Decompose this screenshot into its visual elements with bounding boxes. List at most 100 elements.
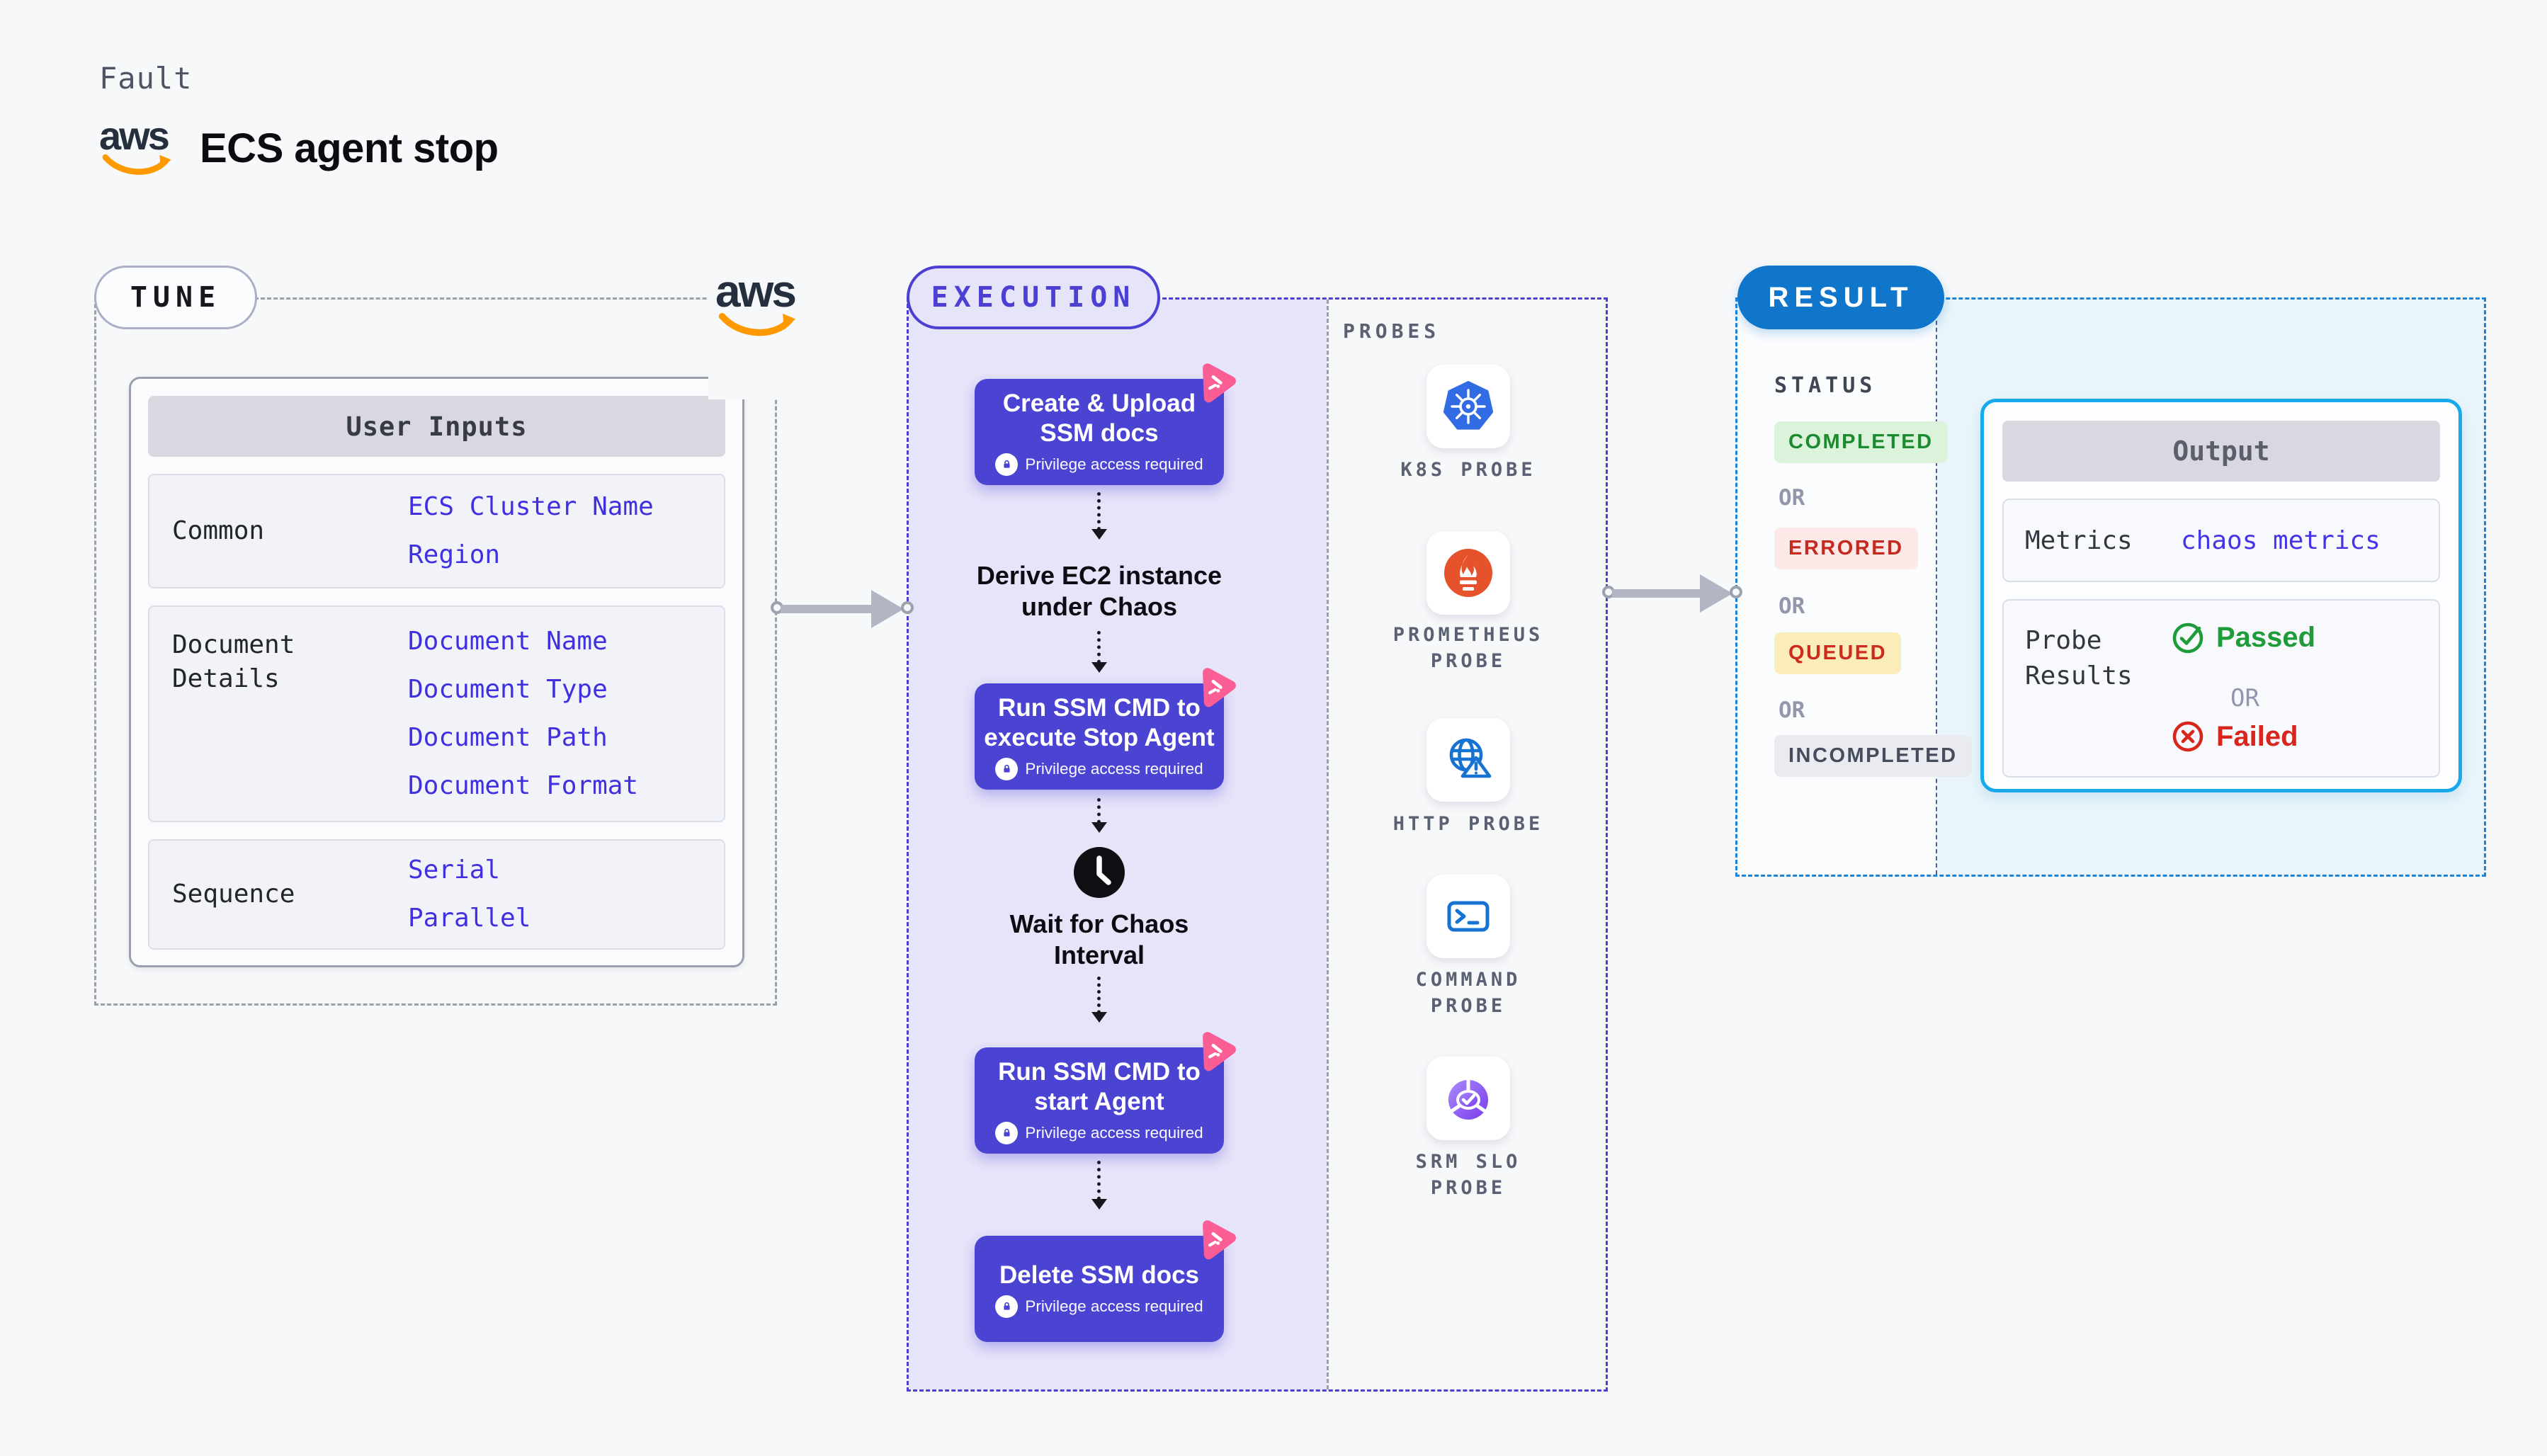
connector-ring [901,601,914,614]
probes-label: PROBES [1343,319,1441,343]
table-row-sequence: Sequence Serial Parallel [148,839,725,950]
user-inputs-header: User Inputs [148,396,725,457]
metrics-row: Metrics chaos metrics [2002,499,2440,582]
lock-icon [995,1121,1019,1144]
flow-connector [1091,1161,1107,1210]
tune-pill: TUNE [94,266,257,329]
row-label: Document Details [172,630,295,693]
input-param: Document Type [408,675,608,704]
aws-logo: aws [99,116,177,187]
probe-result-failed: Failed [2171,720,2298,753]
result-divider [1936,300,1937,875]
input-param: Parallel [408,904,531,933]
chaos-experiment-icon [1194,666,1238,710]
privilege-row: Privilege access required [995,1295,1203,1318]
metrics-value: chaos metrics [2181,525,2381,555]
fault-eyebrow: Fault [99,61,193,96]
table-row-common: Common ECS Cluster Name Region [148,474,725,588]
input-param: Document Format [408,771,639,800]
metrics-label: Metrics [2025,525,2133,555]
flow-connector [1091,492,1107,540]
page-title: ECS agent stop [200,125,499,171]
input-param: Document Path [408,723,608,752]
chaos-experiment-icon [1194,1030,1238,1074]
terminal-icon [1447,901,1490,932]
probe-tile [1426,531,1510,615]
probe-tile [1426,875,1510,958]
step-delete-ssm-docs: Delete SSM docs Privilege access require… [975,1220,1236,1342]
clock-icon [1073,846,1125,899]
lock-icon [995,1295,1019,1318]
privilege-row: Privilege access required [995,1121,1203,1144]
aws-logo-text: aws [715,266,797,317]
or-separator: OR [1779,593,1805,619]
aws-smile-icon [102,154,171,175]
output-header: Output [2002,421,2440,482]
execution-pill: EXECUTION [907,266,1160,329]
slo-pie-icon [1448,1079,1488,1120]
prometheus-icon [1444,549,1492,597]
privilege-text: Privilege access required [1025,1123,1203,1142]
probe-tile [1426,365,1510,448]
row-values: Serial Parallel [408,841,531,948]
probe-label: HTTP PROBE [1392,813,1544,835]
row-label: Common [172,516,265,545]
privilege-row: Privilege access required [995,757,1203,780]
row-values: Document Name Document Type Document Pat… [408,607,638,821]
result-section: STATUS COMPLETED OR ERRORED OR QUEUED OR… [1735,297,2486,877]
lock-icon [995,453,1019,476]
probe-tile [1426,1057,1510,1140]
http-globe-icon [1449,738,1492,778]
or-separator: OR [1779,698,1805,723]
result-pill: RESULT [1737,266,1944,329]
aws-corner-logo: aws [708,268,807,399]
row-values: ECS Cluster Name Region [408,475,654,587]
privilege-text: Privilege access required [1025,1297,1203,1315]
arrow-execution-to-result [1602,572,1742,615]
status-badge-completed: COMPLETED [1774,421,1948,463]
or-separator: OR [2230,684,2259,712]
lock-icon [995,757,1019,780]
status-badge-errored: ERRORED [1774,528,1918,569]
chaos-experiment-icon [1194,362,1238,406]
probe-label: K8S PROBE [1400,459,1536,481]
flow-connector [1091,977,1107,1023]
input-param: Region [408,540,501,569]
probe-tile [1426,718,1510,802]
status-badge-incompleted: INCOMPLETED [1774,735,1972,777]
check-circle-icon [2172,622,2203,654]
aws-smile-icon [718,312,796,336]
flow-connector [1091,631,1107,673]
probe-result-passed: Passed [2171,620,2315,654]
connector-ring [1730,586,1742,598]
input-param: Serial [408,855,501,885]
aws-logo-text: aws [99,113,170,158]
x-circle-icon [2172,721,2203,752]
status-label: STATUS [1774,373,1877,398]
input-param: ECS Cluster Name [408,492,654,521]
failed-text: Failed [2216,720,2298,752]
flow-connector [1091,798,1107,833]
row-label: Sequence [172,880,295,909]
privilege-text: Privilege access required [1025,759,1203,778]
user-inputs-card: User Inputs Common ECS Cluster Name Regi… [129,377,744,967]
passed-text: Passed [2216,621,2316,653]
chaos-experiment-icon [1194,1219,1238,1263]
step-title: Delete SSM docs [999,1261,1200,1289]
